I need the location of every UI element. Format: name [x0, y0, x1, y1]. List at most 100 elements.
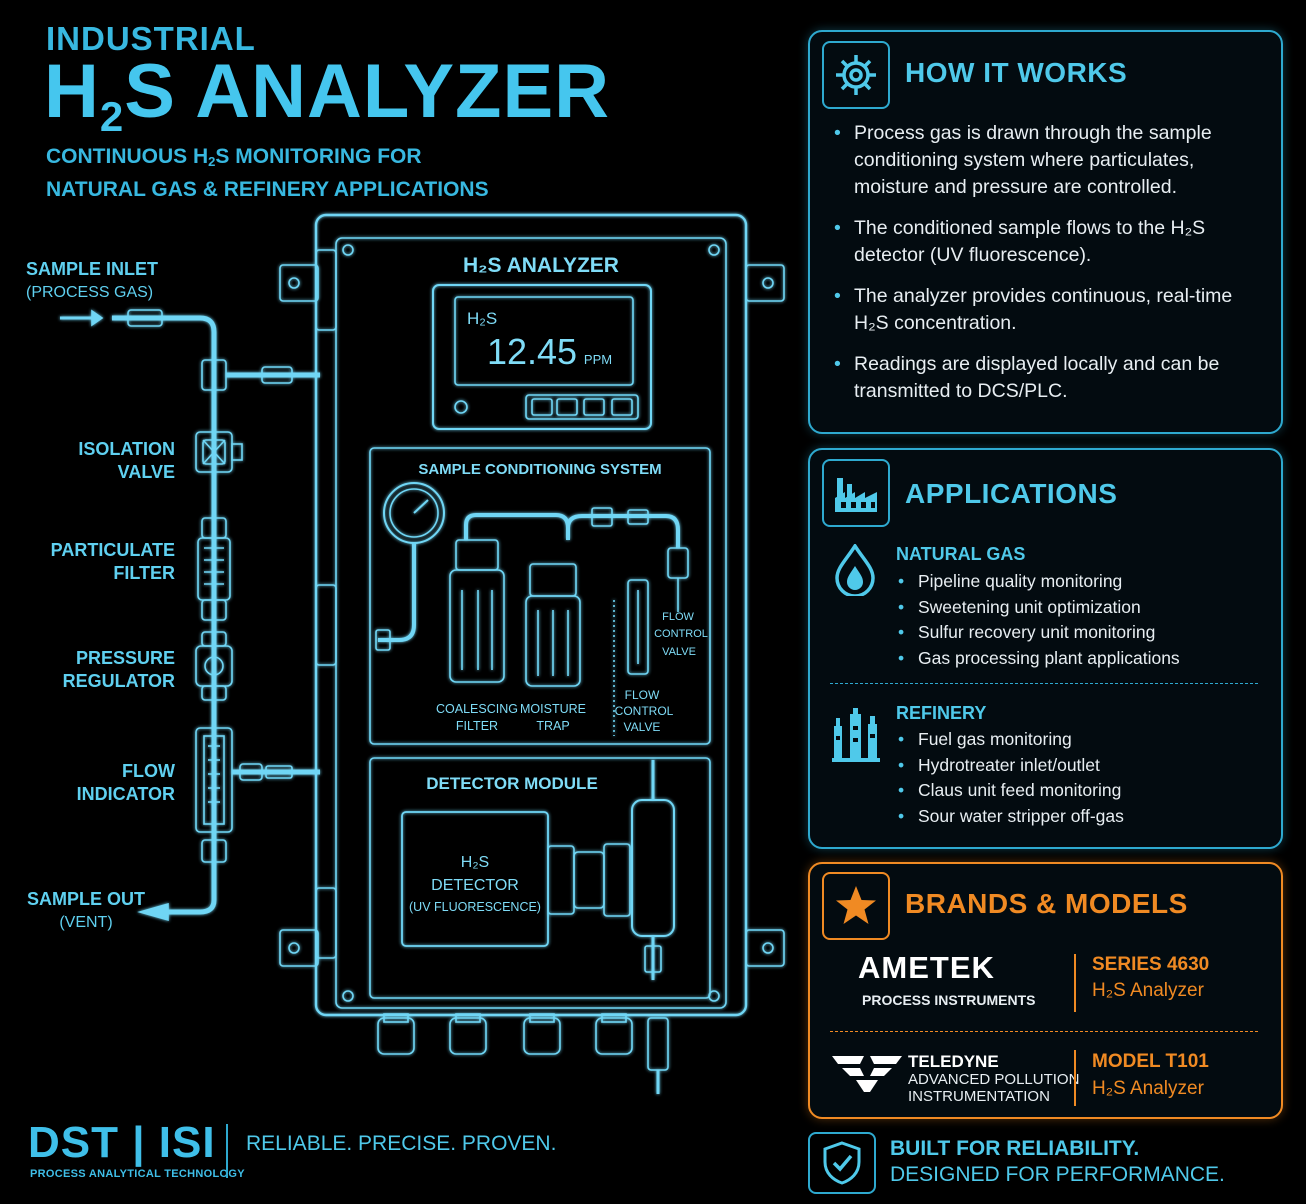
flowctrl-inner-1: FLOW — [662, 611, 694, 623]
display-unit: PPM — [584, 352, 612, 367]
isolation-valve-icon — [195, 431, 243, 473]
reliability-line-2: DESIGNED FOR PERFORMANCE. — [890, 1163, 1225, 1186]
ametek-desc: H₂S Analyzer — [1092, 980, 1204, 1001]
gear-icon-box — [822, 41, 890, 109]
company-logo-sub: PROCESS ANALYTICAL TECHNOLOGY — [30, 1168, 245, 1180]
how-it-works-title: HOW IT WORKS — [905, 57, 1128, 88]
footer-divider — [226, 1124, 228, 1178]
list-item: The analyzer provides continuous, real-t… — [832, 283, 1262, 337]
particulate-filter-icon — [197, 517, 231, 621]
analyzer-cabinet — [279, 213, 785, 1094]
brands-title: BRANDS & MODELS — [905, 888, 1188, 919]
display-value: 12.45 — [487, 331, 577, 372]
divider — [830, 1031, 1258, 1032]
label-sample-inlet: SAMPLE INLET (PROCESS GAS) — [26, 258, 158, 304]
label-line: PRESSURE — [75, 648, 175, 668]
ametek-model: SERIES 4630 — [1092, 954, 1210, 975]
page-title: H2S ANALYZER — [44, 54, 610, 138]
label-line: SAMPLE OUT — [26, 889, 145, 909]
teledyne-desc: H₂S Analyzer — [1092, 1078, 1204, 1099]
coalescing-label-2: FILTER — [456, 719, 498, 733]
label-line: FLOW — [122, 761, 175, 781]
factory-icon-box — [822, 459, 890, 527]
list-item: Sour water stripper off-gas — [896, 804, 1124, 830]
gear-icon — [836, 55, 876, 95]
list-item: Claus unit feed monitoring — [896, 778, 1124, 804]
teledyne-sub-line: ADVANCED POLLUTION — [908, 1071, 1080, 1088]
factory-icon — [835, 478, 877, 512]
refinery-list: Fuel gas monitoring Hydrotreater inlet/o… — [896, 727, 1124, 829]
reliability-line-1: BUILT FOR RELIABILITY. — [890, 1137, 1140, 1160]
kicker-title: INDUSTRIAL — [46, 20, 256, 57]
refinery-icon — [832, 708, 880, 762]
teledyne-sub: ADVANCED POLLUTION INSTRUMENTATION — [908, 1071, 1079, 1105]
outlet-arrow-icon — [137, 902, 169, 922]
list-item: Sweetening unit optimization — [896, 595, 1180, 621]
list-item: Process gas is drawn through the sample … — [832, 120, 1262, 201]
label-line: REGULATOR — [62, 671, 175, 691]
brand-divider — [1074, 1050, 1076, 1106]
detector-label-1: H₂S — [461, 854, 489, 871]
label-flow-indicator: FLOW INDICATOR — [60, 760, 175, 806]
list-item: Sulfur recovery unit monitoring — [896, 620, 1180, 646]
flowctrl-label-1: FLOW — [625, 688, 660, 702]
star-icon-box — [822, 872, 890, 940]
label-line: (PROCESS GAS) — [26, 284, 154, 301]
detector-module-title: DETECTOR MODULE — [426, 774, 598, 793]
shield-check-icon — [823, 1141, 861, 1185]
conditioning-title: SAMPLE CONDITIONING SYSTEM — [418, 461, 661, 478]
moisture-label-2: TRAP — [536, 719, 569, 733]
coalescing-filter-icon — [449, 513, 570, 683]
subtitle-part: S MONITORING FOR — [215, 145, 422, 168]
list-item: Hydrotreater inlet/outlet — [896, 753, 1124, 779]
label-isolation-valve: ISOLATION VALVE — [60, 438, 175, 484]
teledyne-model: MODEL T101 — [1092, 1051, 1209, 1072]
flame-drop-icon — [835, 544, 875, 596]
star-icon — [836, 886, 876, 924]
label-line: (VENT) — [59, 914, 113, 931]
teledyne-logo-icon — [832, 1056, 902, 1092]
label-line: ISOLATION — [78, 439, 175, 459]
list-item: Pipeline quality monitoring — [896, 569, 1180, 595]
label-line: INDICATOR — [76, 784, 175, 804]
refinery-heading: REFINERY — [896, 703, 987, 723]
natural-gas-heading: NATURAL GAS — [896, 544, 1026, 564]
inlet-arrow-icon — [60, 309, 104, 327]
flowctrl-label-3: VALVE — [624, 720, 661, 734]
page-subtitle: CONTINUOUS H2S MONITORING FOR NATURAL GA… — [46, 143, 489, 204]
divider — [830, 683, 1258, 684]
title-subscript: 2 — [99, 93, 125, 140]
pressure-regulator-icon — [195, 631, 233, 701]
teledyne-sub-line: INSTRUMENTATION — [908, 1088, 1050, 1105]
list-item: The conditioned sample flows to the H₂S … — [832, 215, 1262, 269]
detector-label-2: DETECTOR — [431, 877, 519, 894]
display-gas-label: H₂S — [467, 309, 497, 328]
brand-divider — [1074, 954, 1076, 1012]
moisture-trap-icon — [525, 563, 581, 687]
subtitle-line-2: NATURAL GAS & REFINERY APPLICATIONS — [46, 178, 489, 201]
natural-gas-list: Pipeline quality monitoring Sweetening u… — [896, 569, 1180, 671]
flowctrl-label-2: CONTROL — [615, 704, 674, 718]
title-h: H — [44, 49, 100, 134]
tagline: RELIABLE. PRECISE. PROVEN. — [246, 1132, 557, 1155]
analyzer-diagram: H₂S ANALYZER H₂S 12.45 PPM SAMPLE CONDIT… — [60, 213, 785, 1094]
flow-indicator-icon — [195, 727, 320, 863]
teledyne-name: TELEDYNE — [908, 1052, 999, 1071]
label-sample-out: SAMPLE OUT (VENT) — [26, 888, 146, 934]
coalescing-label-1: COALESCING — [436, 702, 518, 716]
label-line: FILTER — [113, 563, 175, 583]
list-item: Fuel gas monitoring — [896, 727, 1124, 753]
flowctrl-inner-2: CONTROL — [654, 628, 708, 640]
how-it-works-list: Process gas is drawn through the sample … — [832, 120, 1262, 419]
ametek-sub: PROCESS INSTRUMENTS — [862, 992, 1036, 1008]
detector-label-3: (UV FLUORESCENCE) — [409, 900, 541, 914]
subtitle-line-1: CONTINUOUS H2S MONITORING FOR — [46, 143, 489, 176]
shield-icon-box — [808, 1132, 876, 1194]
label-line: PARTICULATE — [50, 540, 175, 560]
pressure-gauge-icon — [375, 482, 445, 651]
flowctrl-inner-3: VALVE — [662, 646, 696, 658]
label-particulate-filter: PARTICULATE FILTER — [40, 539, 175, 585]
label-pressure-regulator: PRESSURE REGULATOR — [50, 647, 175, 693]
list-item: Gas processing plant applications — [896, 646, 1180, 672]
label-line: SAMPLE INLET — [26, 259, 159, 279]
